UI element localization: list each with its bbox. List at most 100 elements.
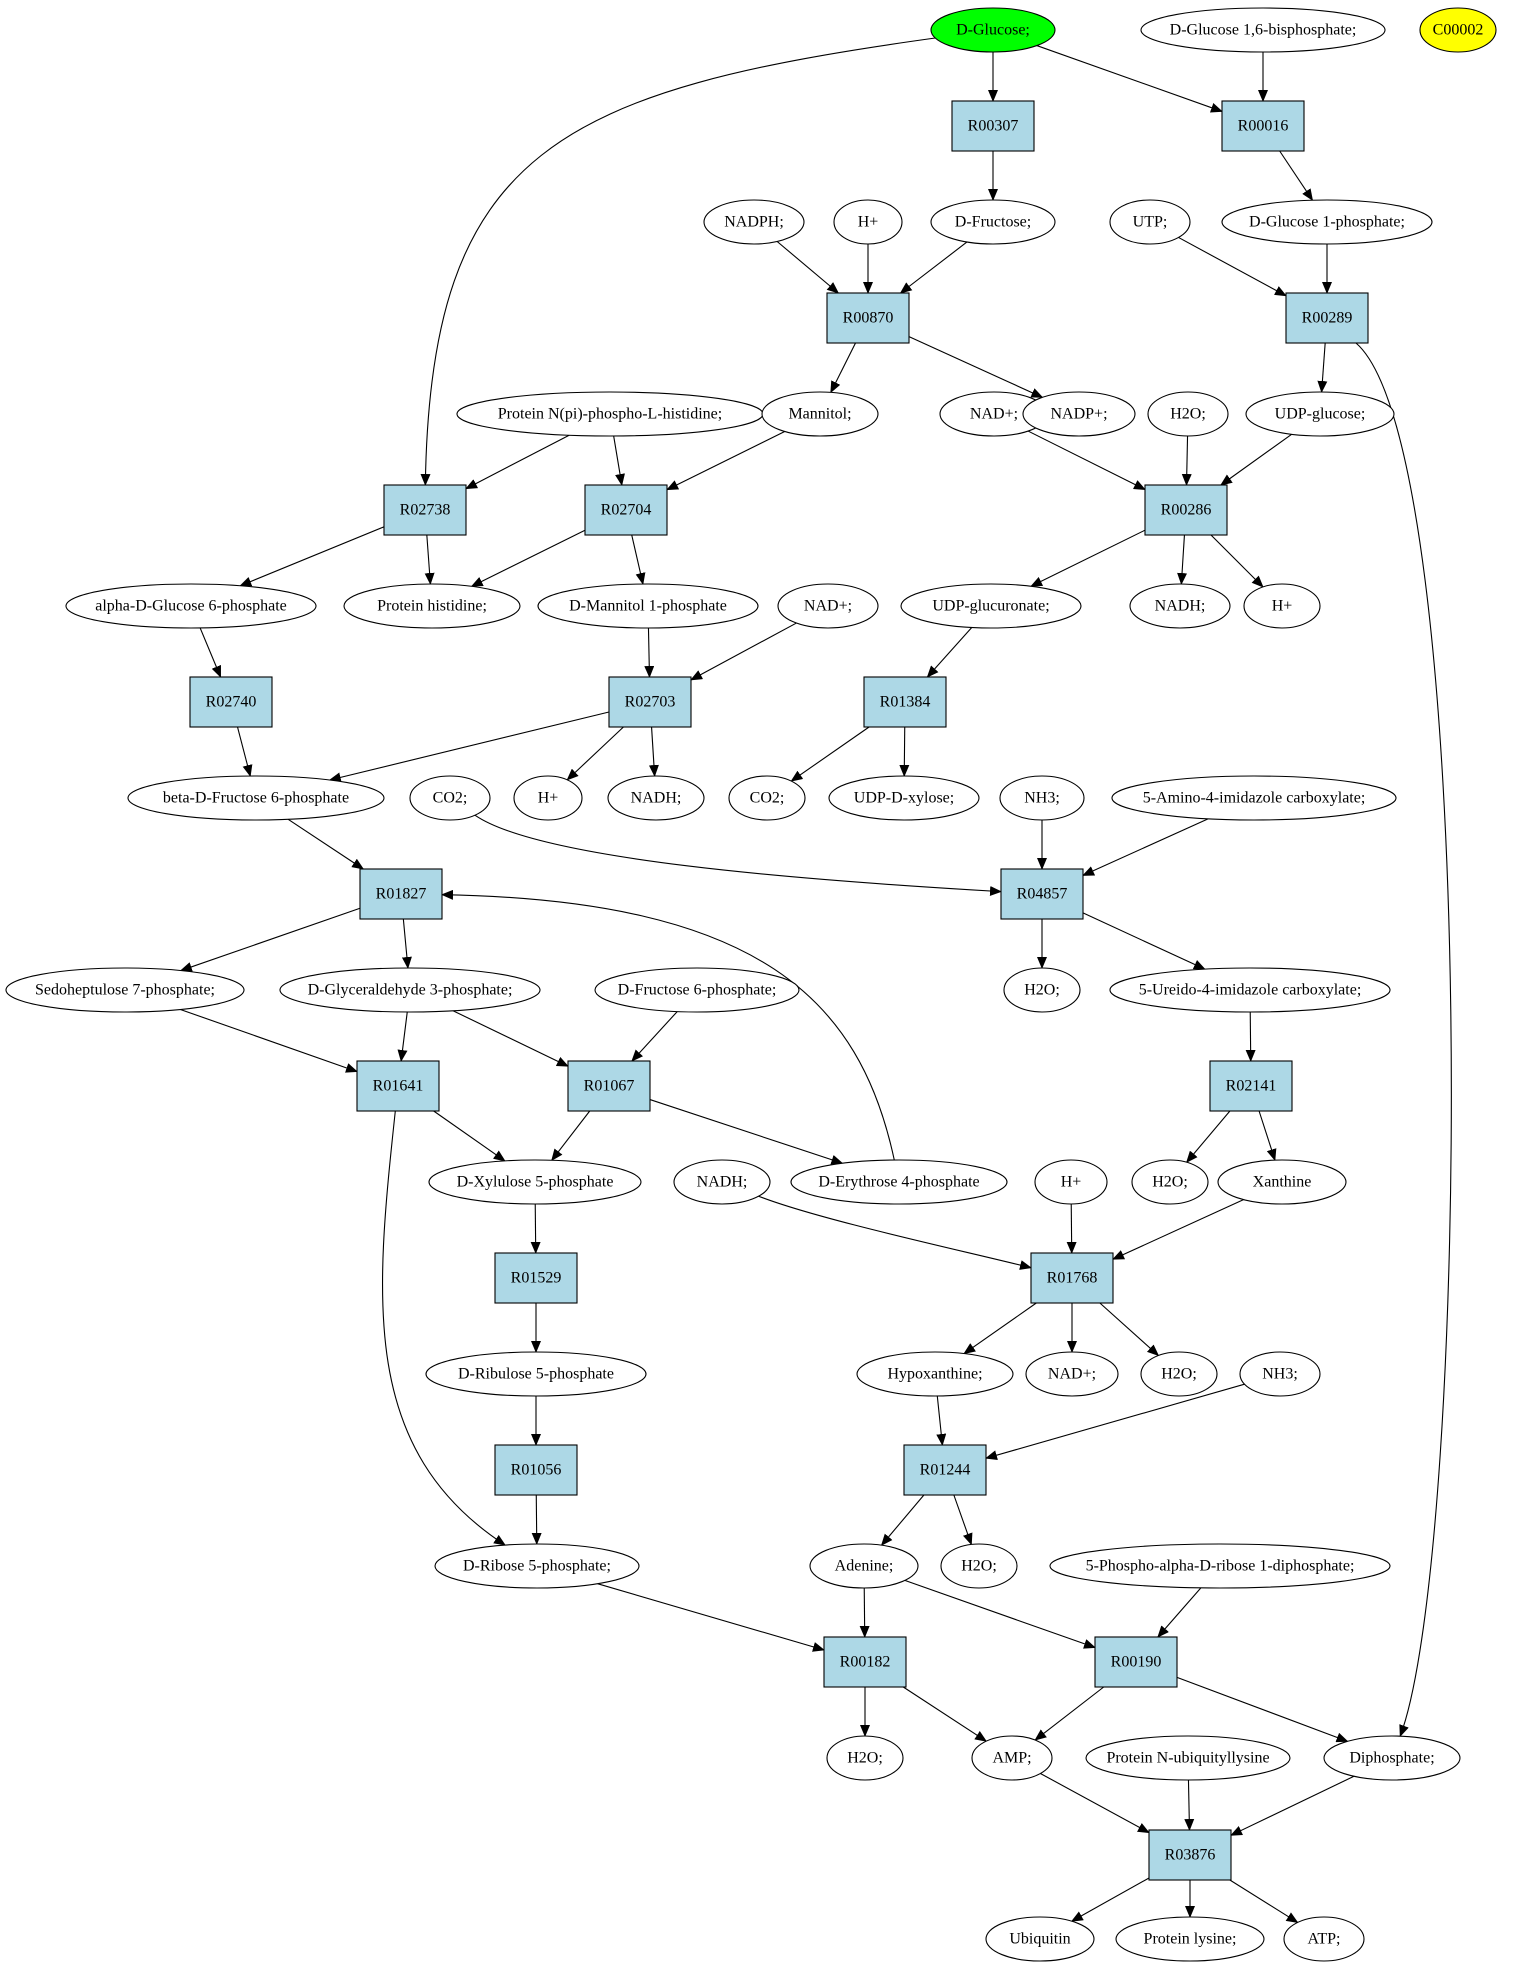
compound-node-udpxyl[interactable]: UDP-D-xylose; [828,775,980,821]
compound-node-mannitol[interactable]: Mannitol; [761,391,879,437]
compound-node-diphos[interactable]: Diphosphate; [1323,1735,1461,1781]
compound-node-co2a[interactable]: CO2; [409,775,491,821]
reaction-node-R02704[interactable]: R02704 [584,484,668,536]
compound-node-xanthine[interactable]: Xanthine [1217,1159,1347,1205]
reaction-node-R00016[interactable]: R00016 [1221,100,1305,152]
reaction-node-R00289[interactable]: R00289 [1285,292,1369,344]
reaction-node-R02740[interactable]: R02740 [189,676,273,728]
compound-ellipse [537,583,759,629]
reaction-node-R04857[interactable]: R04857 [1000,868,1084,920]
reaction-node-R02141[interactable]: R02141 [1209,1060,1293,1112]
reaction-node-R00190[interactable]: R00190 [1094,1636,1178,1688]
reaction-node-R02703[interactable]: R02703 [608,676,692,728]
compound-node-nadp3[interactable]: NAD+; [1025,1351,1119,1397]
compound-node-uicx[interactable]: 5-Ureido-4-imidazole carboxylate; [1109,967,1391,1013]
compound-node-hplus1[interactable]: H+ [833,199,903,245]
compound-node-nadpplus[interactable]: NADP+; [1022,391,1136,437]
compound-label: H2O; [847,1750,883,1767]
compound-node-f6p[interactable]: D-Fructose 6-phosphate; [594,967,800,1013]
edge-R01244-to-h2o5 [953,1494,973,1546]
reaction-node-R01056[interactable]: R01056 [494,1444,578,1496]
compound-node-udpglc[interactable]: UDP-glucose; [1245,391,1395,437]
reaction-node-R01827[interactable]: R01827 [359,868,443,920]
compound-node-e4p[interactable]: D-Erythrose 4-phosphate [790,1159,1008,1205]
compound-label: 5-Amino-4-imidazole carboxylate; [1143,790,1366,807]
compound-node-bf6p[interactable]: beta-D-Fructose 6-phosphate [127,775,385,821]
edge-glucose-to-R02738 [420,37,936,486]
reaction-node-R00286[interactable]: R00286 [1144,484,1228,536]
compound-node-ubiquitin[interactable]: Ubiquitin [985,1916,1095,1962]
reaction-node-R00307[interactable]: R00307 [951,100,1035,152]
compound-node-h2o6[interactable]: H2O; [826,1735,904,1781]
compound-ellipse [1025,1351,1119,1397]
compound-label: Adenine; [835,1558,894,1575]
compound-node-nadh3[interactable]: NADH; [673,1159,771,1205]
reaction-node-R01244[interactable]: R01244 [903,1444,987,1496]
compound-node-hplus4[interactable]: H+ [1034,1159,1108,1205]
compound-ellipse [790,1159,1008,1205]
compound-node-nh3a[interactable]: NH3; [999,775,1085,821]
compound-node-protubi[interactable]: Protein N-ubiquityllysine [1085,1735,1291,1781]
edge-R01827-to-g3p [401,918,412,969]
compound-node-ru5p[interactable]: D-Ribulose 5-phosphate [425,1351,647,1397]
compound-node-c00002[interactable]: C00002 [1419,7,1497,53]
compound-node-nadh1[interactable]: NADH; [1129,583,1231,629]
compound-node-nadp2[interactable]: NAD+; [777,583,879,629]
compound-node-h2o5[interactable]: H2O; [940,1543,1018,1589]
compound-node-h2o2[interactable]: H2O; [1003,967,1081,1013]
reaction-node-R01641[interactable]: R01641 [356,1060,440,1112]
edge-ag6p-to-R02740 [199,627,222,678]
reaction-node-R01384[interactable]: R01384 [863,676,947,728]
reaction-node-R00870[interactable]: R00870 [826,292,910,344]
compound-node-udpglcu[interactable]: UDP-glucuronate; [900,583,1082,629]
compound-node-co2b[interactable]: CO2; [728,775,806,821]
compound-node-glucose[interactable]: D-Glucose; [930,7,1056,53]
edge-R02738-to-ag6p [239,526,385,587]
compound-label: Protein histidine; [377,598,487,615]
edge-R01641-to-xu5p [433,1110,506,1162]
compound-node-g3p[interactable]: D-Glyceraldehyde 3-phosphate; [279,967,541,1013]
compound-ellipse [1140,7,1386,53]
edge-prpp-to-R00190 [1157,1587,1202,1638]
compound-node-prothis[interactable]: Protein histidine; [343,583,521,629]
compound-ellipse [1115,1916,1265,1962]
compound-node-h2o3[interactable]: H2O; [1131,1159,1209,1205]
compound-node-atp[interactable]: ATP; [1283,1916,1365,1962]
compound-node-fructose[interactable]: D-Fructose; [930,199,1056,245]
compound-node-h2o4[interactable]: H2O; [1140,1351,1218,1397]
reaction-node-R02738[interactable]: R02738 [383,484,467,536]
compound-node-amp[interactable]: AMP; [971,1735,1053,1781]
compound-node-aicx[interactable]: 5-Amino-4-imidazole carboxylate; [1111,775,1397,821]
compound-node-h2o1[interactable]: H2O; [1147,391,1229,437]
compound-node-xu5p[interactable]: D-Xylulose 5-phosphate [428,1159,642,1205]
compound-node-protnpi[interactable]: Protein N(pi)-phospho-L-histidine; [456,391,764,437]
compound-node-adenine[interactable]: Adenine; [809,1543,919,1589]
compound-label: Protein N-ubiquityllysine [1106,1750,1269,1767]
compound-node-nadph[interactable]: NADPH; [703,199,805,245]
compound-node-nadh2[interactable]: NADH; [607,775,705,821]
reaction-box [494,1444,578,1496]
reaction-node-R00182[interactable]: R00182 [823,1636,907,1688]
compound-node-hypox[interactable]: Hypoxanthine; [856,1351,1014,1397]
compound-label: H+ [1061,1174,1082,1191]
reaction-node-R01529[interactable]: R01529 [494,1252,578,1304]
compound-node-nh3b[interactable]: NH3; [1239,1351,1321,1397]
compound-node-utp[interactable]: UTP; [1109,199,1191,245]
reaction-node-R01067[interactable]: R01067 [567,1060,651,1112]
compound-node-hplus2[interactable]: H+ [1243,583,1321,629]
reaction-node-R03876[interactable]: R03876 [1148,1829,1232,1881]
edge-nh3b-to-R01244 [985,1383,1245,1461]
compound-node-prpp[interactable]: 5-Phospho-alpha-D-ribose 1-diphosphate; [1049,1543,1391,1589]
compound-node-g1p[interactable]: D-Glucose 1-phosphate; [1221,199,1433,245]
reaction-label: R00190 [1111,1654,1162,1671]
compound-node-m1p[interactable]: D-Mannitol 1-phosphate [537,583,759,629]
compound-node-protlys[interactable]: Protein lysine; [1115,1916,1265,1962]
compound-label: 5-Ureido-4-imidazole carboxylate; [1139,982,1362,999]
compound-node-r5p[interactable]: D-Ribose 5-phosphate; [434,1543,640,1589]
compound-node-ag6p[interactable]: alpha-D-Glucose 6-phosphate [65,583,317,629]
reaction-node-R01768[interactable]: R01768 [1030,1252,1114,1304]
compound-node-s7p[interactable]: Sedoheptulose 7-phosphate; [5,967,245,1013]
reaction-box [189,676,273,728]
compound-node-g16bp[interactable]: D-Glucose 1,6-bisphosphate; [1140,7,1386,53]
compound-node-hplus3[interactable]: H+ [513,775,583,821]
